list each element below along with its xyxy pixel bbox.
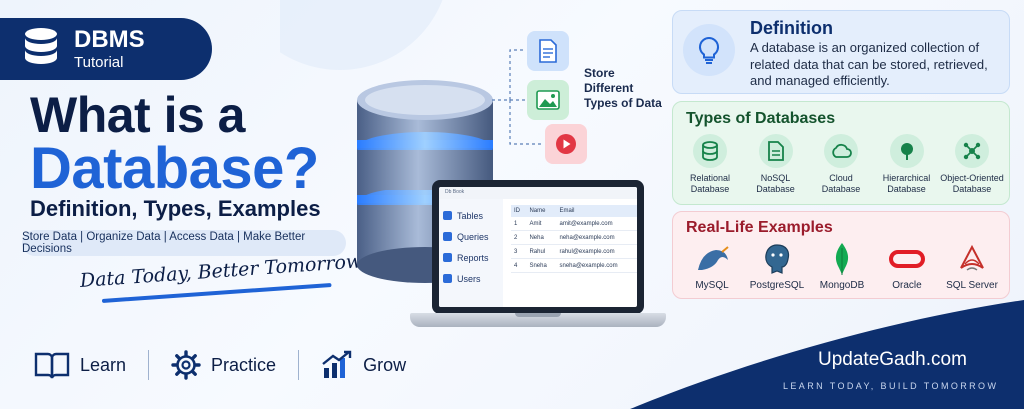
example-mysql: MySQL (680, 243, 744, 291)
video-type-tile (545, 124, 587, 164)
laptop-notch (515, 313, 561, 317)
document-icon (767, 141, 784, 161)
sidebar-item-tables[interactable]: Tables (443, 205, 499, 226)
definition-title: Definition (750, 18, 833, 38)
brand-corner-shape (630, 300, 1024, 409)
column-header: Email (556, 205, 637, 217)
types-title: Types of Databases (686, 110, 836, 127)
headline-subtitle: Definition, Types, Examples (30, 196, 321, 221)
report-icon (443, 253, 452, 262)
mongodb-logo (835, 243, 849, 275)
sidebar-item-reports[interactable]: Reports (443, 247, 499, 268)
grow-item: Grow (299, 350, 428, 380)
sidebar-item-users[interactable]: Users (443, 268, 499, 289)
example-oracle: Oracle (875, 243, 939, 291)
divider (148, 350, 150, 380)
tagline-bar: Store Data | Organize Data | Access Data… (22, 230, 346, 256)
image-type-tile (527, 80, 569, 120)
sqlserver-logo (960, 244, 984, 271)
definition-text: A database is an organized collection of… (750, 40, 988, 89)
image-icon (536, 90, 560, 110)
headline-line2: Database? (30, 136, 319, 201)
example-mongodb: MongoDB (810, 243, 874, 291)
network-icon (963, 142, 981, 160)
tutorial-badge: DBMS Tutorial (0, 18, 212, 80)
learn-label: Learn (80, 354, 127, 375)
database-icon (25, 28, 57, 64)
brand-tagline: LEARN TODAY, BUILD TOMORROW (783, 381, 999, 391)
database-icon (702, 141, 718, 161)
laptop-screen: Db Book Tables Queries Reports Users ID … (432, 180, 644, 314)
headline-line1: What is a (30, 87, 245, 143)
connector-lines (492, 49, 542, 145)
table-icon (443, 211, 452, 220)
practice-label: Practice (211, 354, 277, 375)
practice-item: Practice (149, 350, 298, 380)
column-header: ID (511, 205, 527, 217)
learn-item: Learn (34, 350, 148, 380)
growth-chart-icon (322, 350, 352, 378)
document-type-tile (527, 31, 569, 71)
lightbulb-icon (698, 36, 720, 64)
divider (298, 350, 300, 380)
app-title: Db Book (439, 187, 637, 199)
cloud-icon (832, 143, 852, 158)
lightbulb-icon-badge (683, 24, 735, 76)
app-sidebar: Tables Queries Reports Users (439, 199, 503, 307)
badge-title: DBMS (74, 26, 145, 53)
user-icon (443, 274, 452, 283)
background-blob (280, 0, 443, 70)
document-icon (539, 39, 557, 63)
bottom-row: Learn Practice Grow (34, 350, 428, 380)
example-sqlserver: SQL Server (940, 243, 1004, 291)
play-icon (556, 134, 576, 154)
badge-subtitle: Tutorial (74, 54, 124, 71)
store-data-caption: Store Different Types of Data (584, 66, 662, 110)
oracle-logo (889, 250, 925, 268)
gear-icon (171, 350, 201, 380)
query-icon (443, 232, 452, 241)
examples-title: Real-Life Examples (686, 219, 833, 236)
postgresql-logo (765, 244, 790, 274)
mysql-logo (698, 246, 729, 270)
book-icon (34, 352, 70, 379)
column-header: Name (526, 205, 557, 217)
tree-icon (900, 143, 913, 160)
laptop-base (410, 313, 666, 327)
examples-list: MySQL PostgreSQL MongoDB Oracle SQL Serv… (680, 243, 1004, 291)
grow-label: Grow (363, 354, 407, 375)
example-postgresql: PostgreSQL (745, 243, 809, 291)
sidebar-item-queries[interactable]: Queries (443, 226, 499, 247)
brand-name[interactable]: UpdateGadh.com (818, 349, 967, 370)
